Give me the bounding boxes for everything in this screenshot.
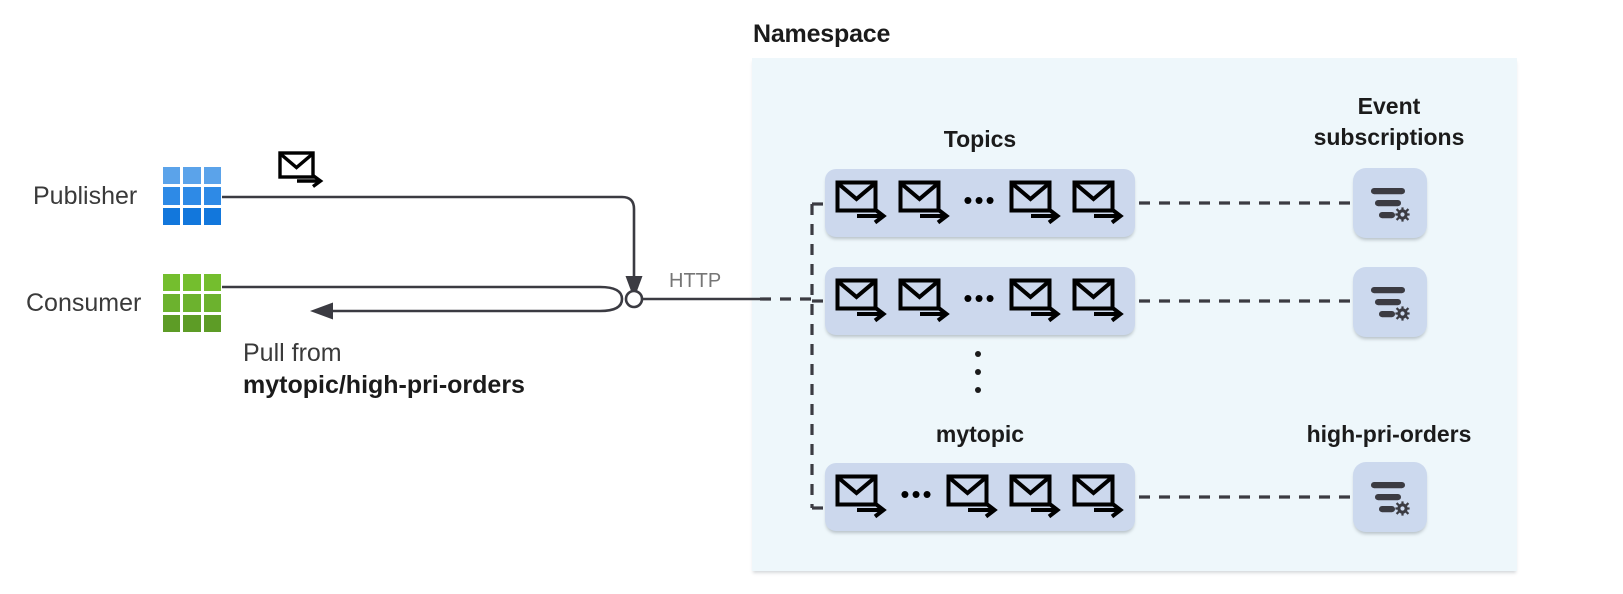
topics-heading: Topics (943, 126, 1017, 152)
envelope-arrow-icon (835, 474, 888, 519)
topics-vertical-ellipsis (975, 351, 981, 393)
filter-gear-icon (1371, 188, 1410, 222)
event-subscriptions-heading: Event subscriptions (1289, 91, 1489, 153)
envelope-arrow-icon (1072, 474, 1124, 519)
event-subscription-tile-2[interactable] (1353, 267, 1427, 337)
publish-envelope-icon (278, 151, 324, 189)
envelope-arrow-icon (946, 474, 998, 519)
publisher-to-endpoint-line (222, 195, 636, 282)
subscription-name-label: high-pri-orders (1306, 421, 1472, 447)
pull-from-label: Pull from (243, 339, 342, 367)
envelope-arrow-icon (898, 278, 951, 323)
event-subscriptions-heading-line1: Event (1357, 93, 1421, 119)
http-endpoint-circle (624, 289, 644, 309)
event-subscriptions-heading-line2: subscriptions (1313, 123, 1465, 150)
envelope-arrow-icon (835, 278, 888, 323)
topic-row-3[interactable]: ••• (825, 463, 1135, 531)
envelope-arrow-icon (898, 180, 951, 225)
filter-gear-icon (1371, 287, 1410, 321)
consumer-grid-icon (163, 274, 221, 332)
envelope-arrow-icon (1009, 278, 1061, 323)
envelope-arrow-icon (1072, 278, 1124, 323)
event-subscription-tile-3[interactable] (1353, 462, 1427, 532)
topic-row-1[interactable]: ••• (825, 169, 1135, 237)
envelope-arrow-icon (1009, 474, 1061, 519)
envelope-arrow-icon (1072, 180, 1124, 225)
pull-topic-path-label: mytopic/high-pri-orders (243, 371, 525, 399)
namespace-title: Namespace (753, 20, 891, 48)
envelope-arrow-icon (835, 180, 888, 225)
envelope-arrow-icon (1009, 180, 1061, 225)
consumer-label: Consumer (26, 289, 142, 317)
publisher-label: Publisher (33, 182, 138, 210)
topic-row-2[interactable]: ••• (825, 267, 1135, 335)
topic-name-label: mytopic (935, 421, 1025, 447)
filter-gear-icon (1371, 482, 1410, 516)
consumer-pull-arrowhead (310, 302, 333, 320)
publisher-arrowhead (625, 276, 643, 299)
consumer-pull-loop-line (222, 285, 624, 313)
event-subscription-tile-1[interactable] (1353, 168, 1427, 238)
http-label: HTTP (669, 270, 722, 292)
publisher-grid-icon (163, 167, 221, 225)
